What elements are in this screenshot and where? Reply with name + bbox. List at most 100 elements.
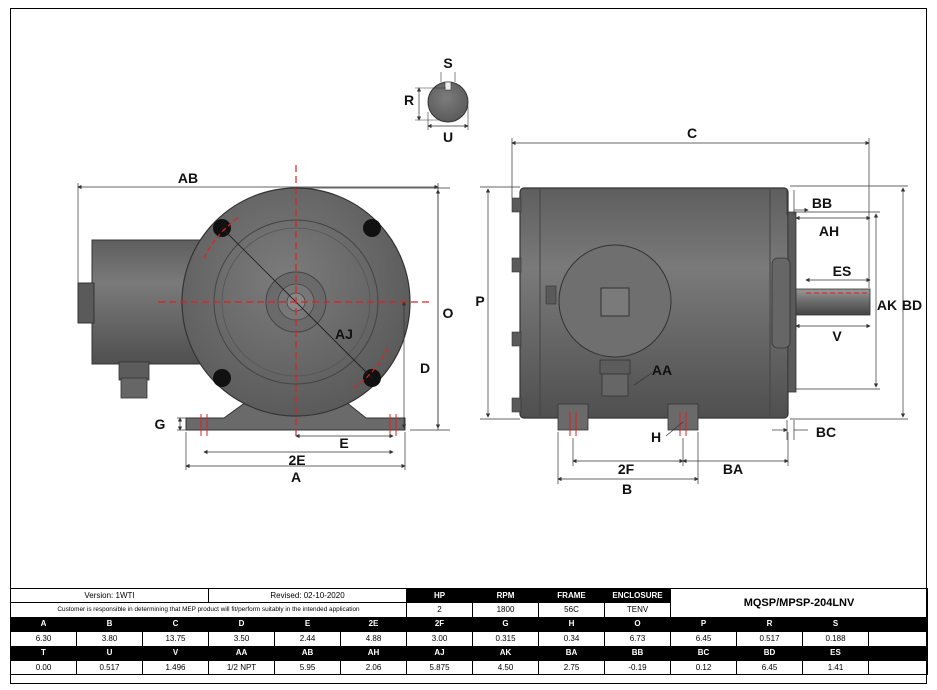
dimension-header-row-1: A B C D E 2E 2F G H O P R S	[10, 616, 929, 633]
dim-value: 4.50	[472, 659, 540, 676]
dim-header: ES	[802, 645, 870, 661]
label-c: C	[687, 125, 697, 141]
label-g: G	[155, 416, 166, 432]
label-ba: BA	[723, 461, 743, 477]
dim-header: T	[10, 645, 77, 661]
dim-header: V	[141, 645, 210, 661]
dim-header: B	[76, 616, 143, 633]
dim-header: AH	[340, 645, 408, 661]
dimension-value-row-1: 6.30 3.80 13.75 3.50 2.44 4.88 3.00 0.31…	[10, 631, 929, 647]
dim-value-empty	[868, 659, 929, 676]
dim-value: 0.12	[670, 659, 738, 676]
dim-value: 3.50	[208, 631, 276, 647]
dim-value: 2.75	[538, 659, 606, 676]
label-d: D	[420, 360, 430, 376]
drawing-sheet-border	[10, 8, 927, 684]
dimension-value-row-2: 0.00 0.517 1.496 1/2 NPT 5.95 2.06 5.875…	[10, 659, 929, 676]
motor-front-view	[77, 165, 432, 440]
dim-value: 2.44	[274, 631, 342, 647]
dim-header: E	[274, 616, 342, 633]
dim-value: 6.45	[736, 659, 804, 676]
dim-value: 3.00	[406, 631, 474, 647]
label-bc: BC	[816, 424, 836, 440]
summary-value-frame: 56C	[538, 602, 606, 618]
dim-value: 0.34	[538, 631, 606, 647]
dim-value: -0.19	[604, 659, 672, 676]
shaft-end-view	[415, 72, 469, 130]
model-number: MQSP/MPSP-204LNV	[670, 588, 929, 618]
label-es: ES	[833, 263, 852, 279]
dim-value: 1.496	[141, 659, 210, 676]
dim-value: 0.315	[472, 631, 540, 647]
dimension-labels: S R U C AB O AJ D G E 2E A P BB AH ES AK…	[155, 55, 923, 497]
dim-value: 0.00	[10, 659, 77, 676]
dim-value: 4.88	[340, 631, 408, 647]
label-bb: BB	[812, 195, 832, 211]
dim-value: 0.517	[76, 659, 143, 676]
dim-header: 2F	[406, 616, 474, 633]
dim-value: 2.06	[340, 659, 408, 676]
version-cell: Version: 1WTI	[9, 587, 210, 604]
dim-value-empty	[868, 631, 929, 647]
dim-header-empty	[868, 645, 929, 661]
summary-value-hp: 2	[406, 602, 474, 618]
side-view-dimensions	[480, 138, 908, 484]
label-r: R	[404, 92, 414, 108]
dim-header: AJ	[406, 645, 474, 661]
dim-header-empty	[868, 616, 929, 633]
label-ah: AH	[819, 223, 839, 239]
dim-header: AB	[274, 645, 342, 661]
dim-value: 6.30	[10, 631, 77, 647]
dim-header: G	[472, 616, 540, 633]
dim-value: 1/2 NPT	[208, 659, 276, 676]
label-2e: 2E	[288, 452, 305, 468]
summary-header-enclosure: ENCLOSURE	[604, 587, 672, 604]
dim-header: 2E	[340, 616, 408, 633]
revised-cell: Revised: 02-10-2020	[208, 587, 408, 604]
dim-value: 1.41	[802, 659, 870, 676]
dim-value: 0.188	[802, 631, 870, 647]
label-h: H	[651, 429, 661, 445]
dim-header: BC	[670, 645, 738, 661]
motor-side-view	[511, 187, 871, 436]
dim-value: 6.73	[604, 631, 672, 647]
dim-header: S	[802, 616, 870, 633]
summary-value-rpm: 1800	[472, 602, 540, 618]
dim-header: D	[208, 616, 276, 633]
dim-header: P	[670, 616, 738, 633]
dim-header: R	[736, 616, 804, 633]
summary-header-frame: FRAME	[538, 587, 606, 604]
label-u: U	[443, 129, 453, 145]
summary-header-hp: HP	[406, 587, 474, 604]
dim-value: 3.80	[76, 631, 143, 647]
label-aa: AA	[652, 362, 672, 378]
dim-header: H	[538, 616, 606, 633]
dim-header: A	[10, 616, 77, 633]
label-b: B	[622, 481, 632, 497]
dim-header: O	[604, 616, 672, 633]
label-a: A	[291, 469, 301, 485]
label-aj: AJ	[335, 326, 353, 342]
label-ab: AB	[178, 170, 198, 186]
label-o: O	[443, 305, 454, 321]
disclaimer-note: Customer is responsible in determining t…	[9, 602, 408, 618]
label-ak: AK	[877, 297, 897, 313]
dim-header: C	[141, 616, 210, 633]
label-2f: 2F	[618, 461, 635, 477]
dim-header: BD	[736, 645, 804, 661]
dim-header: AK	[472, 645, 540, 661]
specification-table: Version: 1WTI Revised: 02-10-2020 HP RPM…	[9, 587, 929, 676]
dim-header: BB	[604, 645, 672, 661]
dim-value: 0.517	[736, 631, 804, 647]
summary-header-rpm: RPM	[472, 587, 540, 604]
front-view-dimensions	[77, 183, 450, 470]
label-p: P	[475, 293, 484, 309]
label-s: S	[443, 55, 452, 71]
dimension-header-row-2: T U V AA AB AH AJ AK BA BB BC BD ES	[10, 645, 929, 661]
summary-value-enclosure: TENV	[604, 602, 672, 618]
label-e: E	[339, 435, 348, 451]
dim-header: BA	[538, 645, 606, 661]
dim-header: AA	[208, 645, 276, 661]
label-bd: BD	[902, 297, 922, 313]
dim-value: 5.875	[406, 659, 474, 676]
